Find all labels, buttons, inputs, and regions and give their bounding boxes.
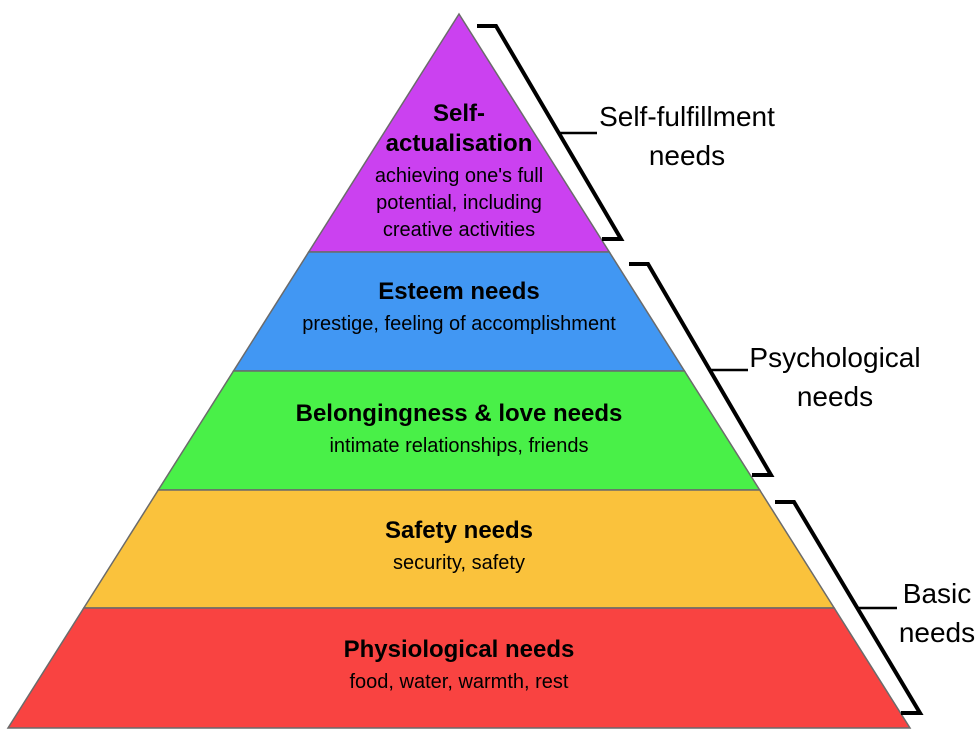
level-subtext-line: prestige, feeling of accomplishment xyxy=(302,313,616,335)
group-label-line: needs xyxy=(796,381,874,412)
level-subtext-line: achieving one's full xyxy=(374,165,544,187)
level-heading-line: Belongingness & love needs xyxy=(295,400,623,427)
level-label-physiological: Physiological needs food, water, warmth,… xyxy=(259,635,659,696)
level-heading-line: Physiological needs xyxy=(343,636,575,663)
level-subtext-line: security, safety xyxy=(393,552,525,574)
level-heading-line: Esteem needs xyxy=(378,278,540,305)
level-heading-line: Safety needs xyxy=(384,517,534,544)
level-label-belongingness-love: Belongingness & love needs intimate rela… xyxy=(259,399,659,460)
level-subtext-line: food, water, warmth, rest xyxy=(349,671,569,693)
group-label-line: Basic xyxy=(902,578,972,609)
pyramid-level-physiological-shape xyxy=(6,607,912,729)
level-label-safety: Safety needs security, safety xyxy=(259,516,659,577)
level-subtext-line: potential, including xyxy=(376,192,542,214)
group-label-self-fulfillment: Self-fulfillment needs xyxy=(577,97,797,175)
level-heading-line: actualisation xyxy=(385,130,533,157)
group-label-basic: Basic needs xyxy=(857,574,980,652)
group-label-line: needs xyxy=(648,140,726,171)
level-subtext-line: creative activities xyxy=(382,219,536,241)
group-label-line: Psychological xyxy=(749,342,921,373)
level-heading-line: Self- xyxy=(432,100,485,127)
group-label-psychological: Psychological needs xyxy=(735,338,935,416)
level-subtext-line: intimate relationships, friends xyxy=(329,435,589,457)
level-label-self-actualisation: Self- actualisation achieving one's full… xyxy=(284,99,634,244)
group-label-line: needs xyxy=(898,617,976,648)
level-label-esteem: Esteem needs prestige, feeling of accomp… xyxy=(259,277,659,338)
group-label-line: Self-fulfillment xyxy=(599,101,775,132)
